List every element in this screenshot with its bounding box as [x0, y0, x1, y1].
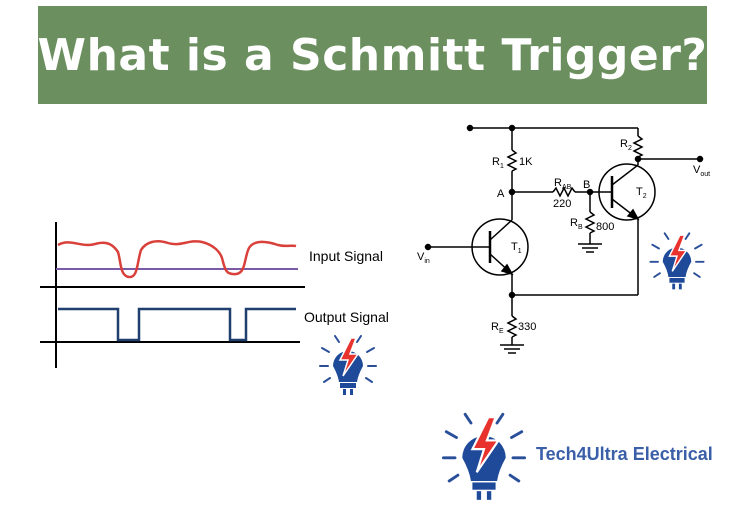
resistor-rb [584, 211, 596, 234]
vout-label: Vout [693, 164, 710, 178]
circuit-labels: R1 1K R2 A B RAB 220 RB 800 RE 330 T1 T2… [417, 138, 710, 335]
rb-value: 800 [596, 221, 614, 233]
node-a-label: A [497, 188, 505, 200]
lightbulb-bolt-icon [441, 412, 527, 502]
resistor-r2 [632, 135, 644, 158]
rab-value: 220 [553, 198, 571, 210]
resistor-r1 [506, 149, 518, 172]
rab-label: RAB [554, 177, 572, 191]
rb-label: RB [570, 217, 583, 231]
circuit [424, 124, 704, 354]
transistor-t2 [598, 163, 656, 221]
t2-label: T2 [636, 186, 647, 200]
waveform-panel: Input Signal Output Signal [40, 222, 389, 368]
output-signal-wave [58, 307, 296, 342]
input-signal-label: Input Signal [309, 248, 383, 264]
lightbulb-bolt-icon [649, 232, 705, 291]
title-banner: What is a Schmitt Trigger? [38, 6, 707, 104]
input-signal-wave [57, 240, 297, 279]
t1-label: T1 [511, 241, 522, 255]
resistor-re [506, 315, 518, 338]
re-value: 330 [518, 321, 536, 333]
brand-name: Tech4Ultra Electrical [536, 444, 713, 464]
node-b-label: B [583, 179, 590, 191]
vin-label: Vin [417, 251, 430, 265]
resistor-rab [552, 186, 576, 198]
r1-label: R1 [492, 156, 504, 170]
re-label: RE [491, 321, 504, 335]
r1-value: 1K [519, 156, 533, 168]
r2-label: R2 [620, 138, 632, 152]
output-signal-label: Output Signal [304, 309, 389, 325]
lightbulb-bolt-icon [319, 335, 377, 396]
page-title: What is a Schmitt Trigger? [37, 29, 708, 81]
